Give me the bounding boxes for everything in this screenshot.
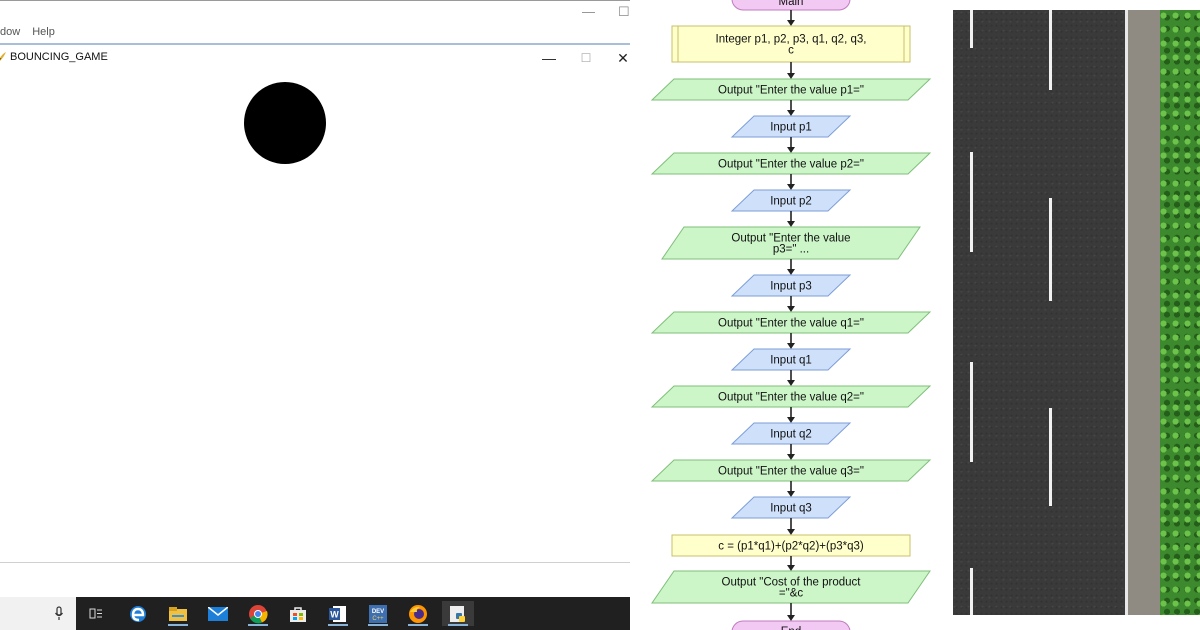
taskbar-search-box[interactable] [0,597,76,630]
game-maximize-button[interactable]: ☐ [580,51,592,65]
output-step [651,570,931,604]
declare-text: Integer p1, p2, p3, q1, q2, q3, [716,34,867,46]
declare-box [671,25,911,63]
flow-arrowhead [787,417,795,423]
end-label: End [781,626,801,630]
lane-marking [970,568,973,615]
input-step [730,189,852,212]
game-minimize-button[interactable]: — [542,50,556,66]
background-minimize-button[interactable]: — [582,4,595,19]
store-icon[interactable] [282,601,314,626]
lane-marking [970,362,973,462]
start-label: Main [779,0,804,8]
input-step-text: Input p2 [770,196,812,208]
file-explorer-icon[interactable] [162,601,194,626]
edge-icon[interactable] [122,601,154,626]
flow-arrowhead [787,20,795,26]
bouncing-ball [244,82,326,164]
lane-marking [1049,408,1052,506]
road-image [953,10,1125,615]
menu-item-window[interactable]: dow [0,26,21,38]
output-step-text: p3=" ... [773,244,809,256]
task-view-icon[interactable] [80,601,112,626]
flow-arrowhead [787,184,795,190]
input-step [730,422,852,445]
flow-arrowhead [787,454,795,460]
game-window-title: BOUNCING_GAME [10,51,108,63]
lane-marking [970,152,973,252]
background-window-edge [0,0,630,1]
input-step-text: Input q1 [770,355,812,367]
flow-arrowhead [787,73,795,79]
background-menubar: dow Help [0,26,67,42]
grass-texture [1160,10,1200,615]
game-titlebar[interactable]: BOUNCING_GAME — ☐ ✕ [0,45,630,71]
feather-icon [0,52,6,61]
microphone-icon[interactable] [54,606,64,621]
output-step [650,459,932,482]
flow-arrowhead [787,110,795,116]
output-step [650,152,932,175]
flow-arrowhead [787,147,795,153]
output-step [661,226,921,260]
window-area-below [0,562,630,597]
assign-step-text: c = (p1*q1)+(p2*q2)+(p3*q3) [718,541,864,553]
flow-arrowhead [787,491,795,497]
input-step-text: Input p3 [770,281,812,293]
desktop-screenshot: — ☐ dow Help BOUNCING_GAME — ☐ ✕ [0,0,630,630]
mail-icon[interactable] [202,601,234,626]
road-edge-line [1125,10,1128,615]
svg-text:DEV: DEV [372,609,384,615]
input-step [730,274,852,297]
end-terminal [731,620,851,630]
output-step-text: Output "Enter the value q2=" [718,392,864,404]
output-step-text: Output "Enter the value p1=" [718,85,864,97]
flow-arrowhead [787,380,795,386]
input-step-text: Input p1 [770,122,812,134]
flow-arrowhead [787,221,795,227]
input-step-text: Input q2 [770,429,812,441]
output-step-text: Output "Cost of the product [722,577,862,589]
flow-arrowhead [787,306,795,312]
output-step [650,311,932,334]
output-step-text: Output "Enter the value q1=" [718,318,864,330]
output-step-text: Output "Enter the value q3=" [718,466,864,478]
grass-verge [1160,10,1200,615]
input-step [730,496,852,519]
svg-text:C++: C++ [372,616,384,622]
lane-marking [1049,198,1052,301]
flow-arrowhead [787,269,795,275]
input-step [730,348,852,371]
firefox-icon[interactable] [402,601,434,626]
flow-arrowhead [787,565,795,571]
declare-text: c [788,45,794,57]
output-step-text: Output "Enter the value p2=" [718,159,864,171]
flow-arrowhead [787,343,795,349]
chrome-icon[interactable] [242,601,274,626]
flow-arrowhead [787,529,795,535]
lane-marking [970,10,973,48]
lane-marking [1049,10,1052,90]
sidewalk [1128,10,1160,615]
output-step-text: ="&c [779,588,803,600]
output-step [650,385,932,408]
input-step [730,115,852,138]
svg-text:W: W [330,609,339,619]
game-window: BOUNCING_GAME — ☐ ✕ [0,43,630,564]
game-close-button[interactable]: ✕ [617,50,629,66]
python-icon[interactable] [442,601,474,626]
output-step [650,78,932,101]
flow-arrowhead [787,615,795,621]
input-step-text: Input q3 [770,503,812,515]
asphalt-texture [953,10,1125,615]
background-maximize-button[interactable]: ☐ [618,4,630,19]
word-icon[interactable]: W [322,601,354,626]
menu-item-help[interactable]: Help [32,26,55,38]
output-step-text: Output "Enter the value [731,233,850,245]
